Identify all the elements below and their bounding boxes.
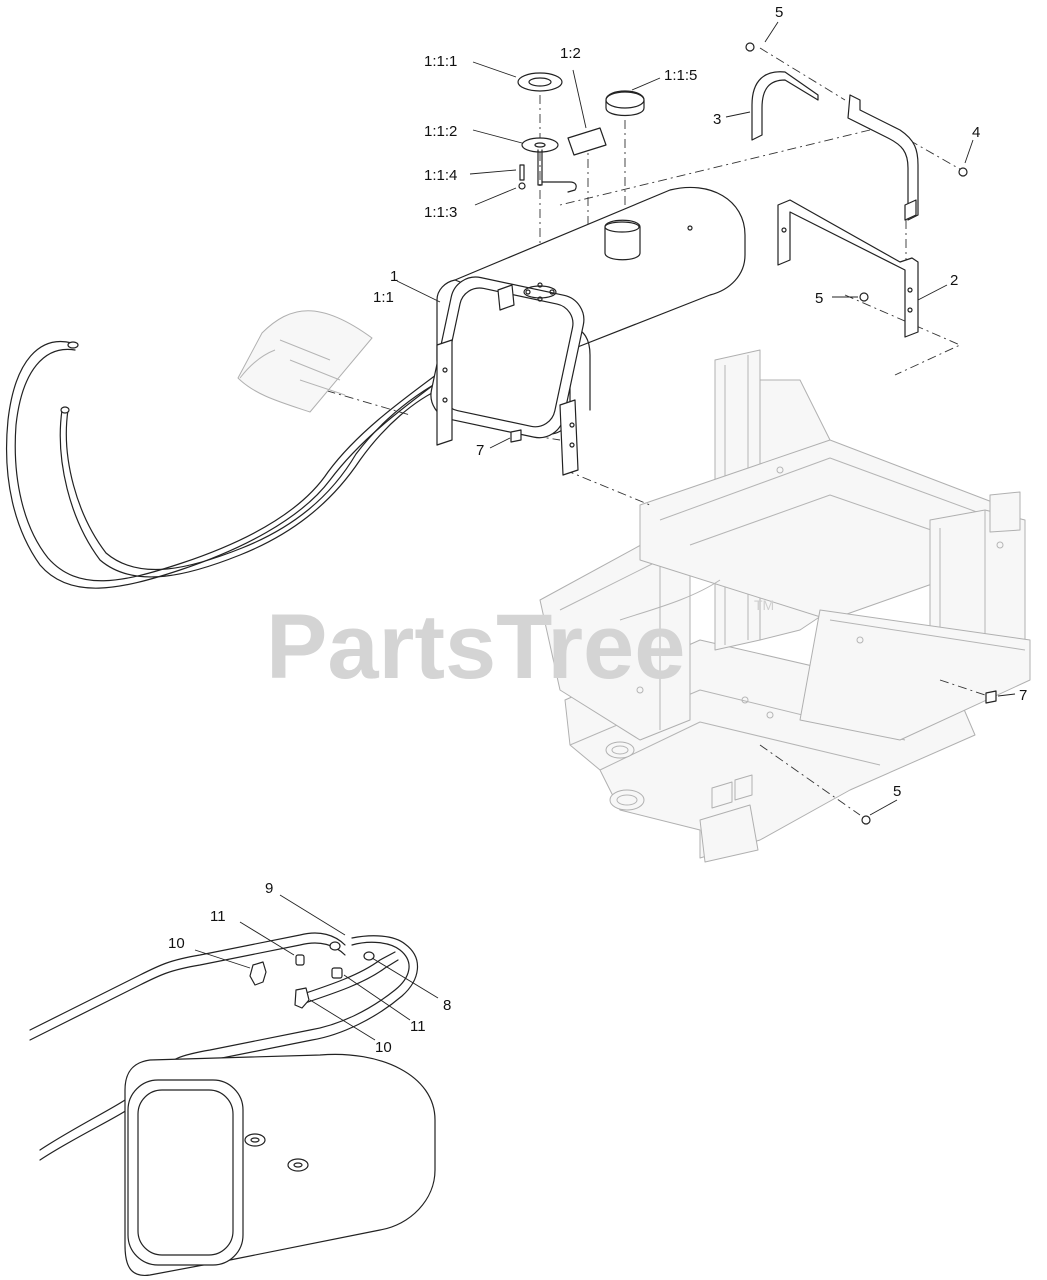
callout-10-left: 10 [168, 935, 185, 952]
bolt-4 [958, 167, 968, 177]
callout-labels: 1:1:1 1:2 1:1:5 1:1:2 1:1:4 1:1:3 1 1:1 … [168, 4, 1027, 1056]
watermark-text: PartsTree [266, 596, 685, 698]
callout-1-2: 1:2 [560, 45, 581, 62]
hose-sleeve [237, 310, 373, 413]
callout-5-mid: 5 [815, 290, 823, 307]
leader-lines [194, 21, 1016, 1041]
callout-8: 8 [443, 997, 451, 1014]
callout-1-1: 1:1 [373, 289, 394, 306]
fuel-hose [5, 341, 443, 589]
clamp-11-bottom [331, 967, 343, 979]
callout-5-bottom: 5 [893, 783, 901, 800]
callout-1-1-3: 1:1:3 [424, 204, 457, 221]
fuel-sender-parts [517, 72, 645, 193]
callout-5-top: 5 [775, 4, 783, 21]
callout-10-bottom: 10 [375, 1039, 392, 1056]
nut-5-bottom [861, 815, 871, 825]
callout-3: 3 [713, 111, 721, 128]
watermark-trademark: TM [754, 597, 774, 613]
tank-straps [751, 71, 919, 338]
callout-4: 4 [972, 124, 980, 141]
callout-2: 2 [950, 272, 958, 289]
callout-1: 1 [390, 268, 398, 285]
callout-1-1-4: 1:1:4 [424, 167, 457, 184]
callout-7-right: 7 [1019, 687, 1027, 704]
bolt-7-left [510, 429, 522, 443]
callout-11-bottom: 11 [410, 1018, 426, 1035]
callout-1-1-2: 1:1:2 [424, 123, 457, 140]
callout-9: 9 [265, 880, 273, 897]
nut-5-top [745, 42, 755, 52]
clamp-11-top [295, 954, 305, 966]
frame-chassis [539, 349, 1031, 863]
fasteners [510, 42, 997, 825]
bolt-7-right [985, 690, 997, 704]
nut-5-mid [859, 292, 869, 302]
elbow-fitting-10-left [249, 961, 267, 986]
elbow-fitting-10-bottom [294, 987, 310, 1009]
callout-1-1-1: 1:1:1 [424, 53, 457, 70]
callout-11-top: 11 [210, 908, 226, 925]
fuel-tank [430, 186, 746, 476]
inset-tank-assembly [29, 932, 436, 1276]
callout-1-1-5: 1:1:5 [664, 67, 697, 84]
callout-7-left: 7 [476, 442, 484, 459]
